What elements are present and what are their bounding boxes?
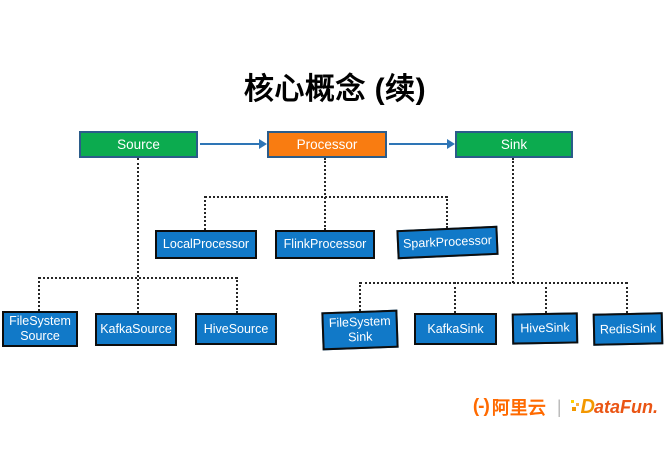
node-hive-sink: HiveSink xyxy=(511,312,579,345)
connector-drop-redis-sink xyxy=(626,282,628,313)
node-kafka-sink-label: KafkaSink xyxy=(427,321,484,336)
node-flink-processor-label: FlinkProcessor xyxy=(283,237,367,251)
datafun-dots-icon xyxy=(570,399,580,415)
datafun-logo: D ataFun. xyxy=(570,395,658,419)
node-filesystem-sink-label: FileSystem Sink xyxy=(328,313,391,345)
connector-sink-horizontal xyxy=(360,282,627,284)
node-hive-source-label: HiveSource xyxy=(203,321,269,336)
datafun-wordmark-rest: ataFun. xyxy=(593,396,658,417)
node-kafka-sink: KafkaSink xyxy=(414,313,497,345)
connector-processor-horizontal xyxy=(205,196,447,198)
connector-drop-filesystem-sink xyxy=(359,282,361,311)
node-filesystem-sink: FileSystem Sink xyxy=(321,309,399,351)
connector-drop-filesystem-source xyxy=(38,277,40,311)
node-sink-label: Sink xyxy=(500,137,528,152)
node-source-label: Source xyxy=(117,137,160,152)
node-filesystem-source-label: FileSystem Source xyxy=(9,314,71,343)
page-title: 核心概念 (续) xyxy=(243,73,427,106)
node-processor-label: Processor xyxy=(296,137,358,152)
alibaba-cloud-bracket-icon: (-) xyxy=(472,396,490,417)
connector-sink-vertical xyxy=(512,158,514,283)
node-flink-processor: FlinkProcessor xyxy=(275,230,375,259)
alibaba-cloud-wordmark: 阿里云 xyxy=(491,398,546,418)
node-redis-sink: RedisSink xyxy=(592,312,664,346)
node-hive-sink-label: HiveSink xyxy=(520,320,570,336)
node-local-processor-label: LocalProcessor xyxy=(162,237,250,251)
connector-source-vertical xyxy=(137,158,139,313)
connector-source-horizontal xyxy=(39,277,237,279)
connector-drop-local-processor xyxy=(204,196,206,230)
node-spark-processor-label: SparkProcessor xyxy=(402,233,493,251)
connector-drop-hive-source xyxy=(236,277,238,313)
node-hive-source: HiveSource xyxy=(195,313,277,345)
alibaba-cloud-logo: (-) 阿里云 xyxy=(473,394,546,420)
node-kafka-source: KafkaSource xyxy=(95,313,177,346)
connector-processor-vertical xyxy=(324,158,326,230)
node-source: Source xyxy=(79,131,198,158)
arrow-processor-to-sink xyxy=(389,139,455,149)
node-kafka-source-label: KafkaSource xyxy=(100,322,172,336)
footer-logos: (-) 阿里云 | D ataFun. xyxy=(473,394,658,420)
node-filesystem-source: FileSystem Source xyxy=(2,311,78,347)
node-spark-processor: SparkProcessor xyxy=(396,225,499,260)
connector-drop-spark-processor xyxy=(446,196,448,228)
node-sink: Sink xyxy=(455,131,573,158)
logo-separator: | xyxy=(556,396,562,417)
node-processor: Processor xyxy=(267,131,387,158)
connector-drop-hive-sink xyxy=(545,282,547,313)
datafun-wordmark-d: D xyxy=(580,395,595,418)
connector-drop-kafka-sink xyxy=(454,282,456,313)
arrow-source-to-processor xyxy=(200,139,267,149)
node-local-processor: LocalProcessor xyxy=(155,230,257,259)
node-redis-sink-label: RedisSink xyxy=(599,320,657,337)
